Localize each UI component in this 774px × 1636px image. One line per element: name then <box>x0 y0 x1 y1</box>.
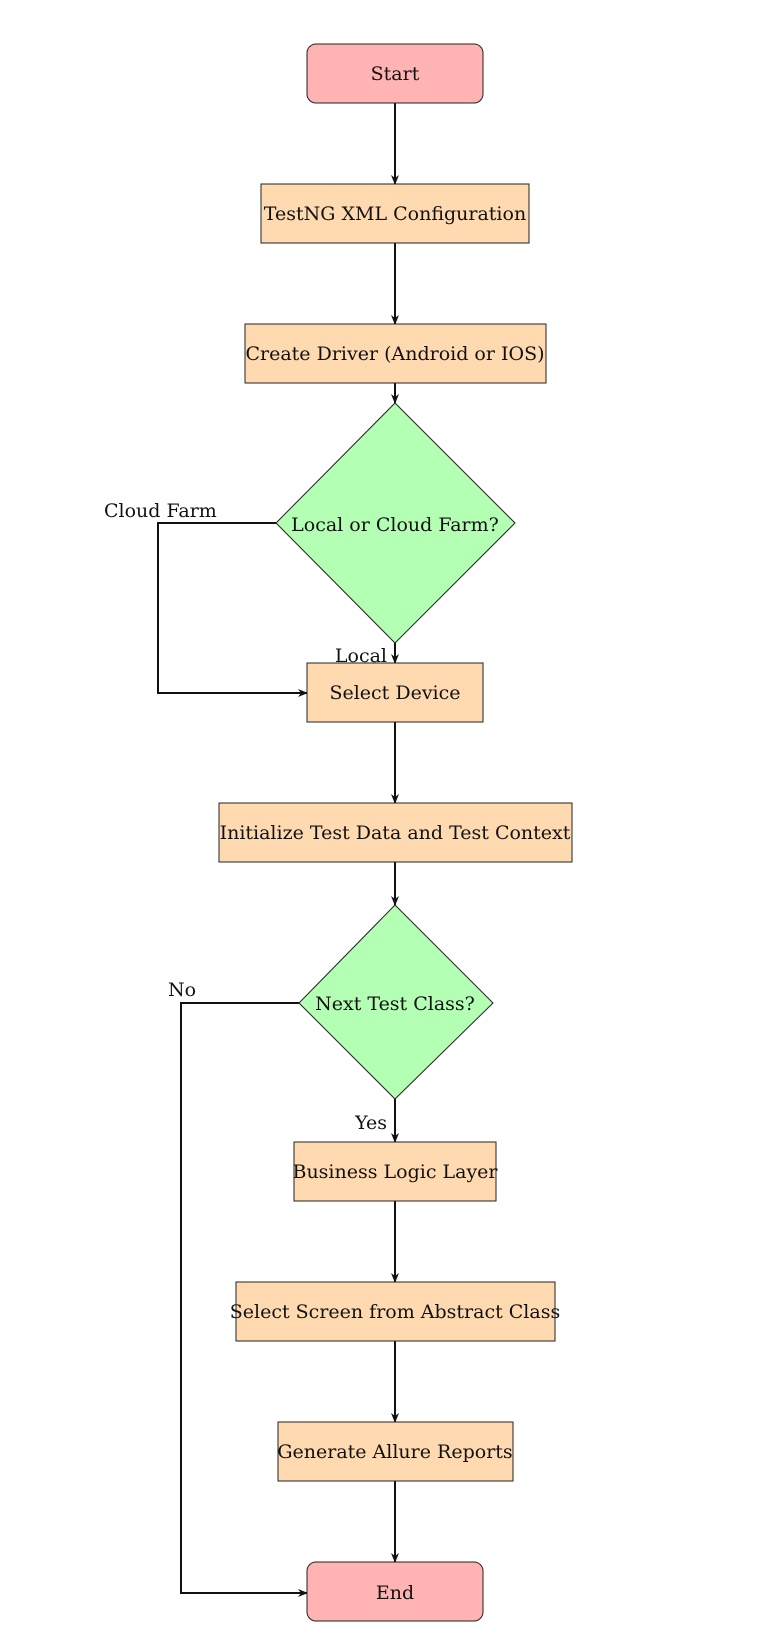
end-node-label: End <box>376 1582 414 1604</box>
start-node-shape <box>306 43 484 104</box>
testng-config-node: TestNG XML Configuration <box>260 183 530 244</box>
testng-config-node-label: TestNG XML Configuration <box>264 203 526 225</box>
select-device-node-shape <box>306 662 484 723</box>
create-driver-node-shape <box>244 323 547 384</box>
select-device-node: Select Device <box>306 662 484 723</box>
end-node: End <box>306 1561 484 1622</box>
testng-config-node-shape <box>260 183 530 244</box>
business-logic-node-shape <box>293 1141 497 1202</box>
end-node-shape <box>306 1561 484 1622</box>
init-test-data-node-shape <box>218 802 573 863</box>
edge-label-no: No <box>168 979 196 1001</box>
next-test-class-decision-shape <box>298 904 494 1100</box>
generate-reports-node: Generate Allure Reports <box>277 1421 514 1482</box>
edge-no-to-end <box>180 1002 308 1597</box>
select-screen-node-shape <box>235 1281 556 1342</box>
select-screen-node: Select Screen from Abstract Class <box>230 1281 560 1342</box>
create-driver-node-label: Create Driver (Android or IOS) <box>245 343 544 365</box>
generate-reports-node-shape <box>277 1421 514 1482</box>
local-or-cloud-decision: Local or Cloud Farm? <box>275 402 516 644</box>
create-driver-node: Create Driver (Android or IOS) <box>244 323 547 384</box>
select-screen-node-label: Select Screen from Abstract Class <box>230 1301 560 1323</box>
edge-label-local: Local <box>335 645 387 667</box>
init-test-data-node: Initialize Test Data and Test Context <box>218 802 573 863</box>
next-test-class-decision: Next Test Class? <box>298 904 494 1100</box>
select-device-node-label: Select Device <box>329 682 460 704</box>
generate-reports-node-label: Generate Allure Reports <box>277 1441 512 1463</box>
init-test-data-node-label: Initialize Test Data and Test Context <box>220 822 571 844</box>
local-or-cloud-decision-label: Local or Cloud Farm? <box>291 514 499 536</box>
start-node-label: Start <box>371 63 420 85</box>
business-logic-node-label: Business Logic Layer <box>292 1161 498 1183</box>
edge-label-yes: Yes <box>354 1112 387 1134</box>
edge-cloud-farm-to-select-device <box>157 522 308 697</box>
business-logic-node: Business Logic Layer <box>292 1141 498 1202</box>
start-node: Start <box>306 43 484 104</box>
edge-label-cloud-farm: Cloud Farm <box>104 500 217 522</box>
next-test-class-decision-label: Next Test Class? <box>315 993 475 1015</box>
local-or-cloud-decision-shape <box>275 402 516 644</box>
